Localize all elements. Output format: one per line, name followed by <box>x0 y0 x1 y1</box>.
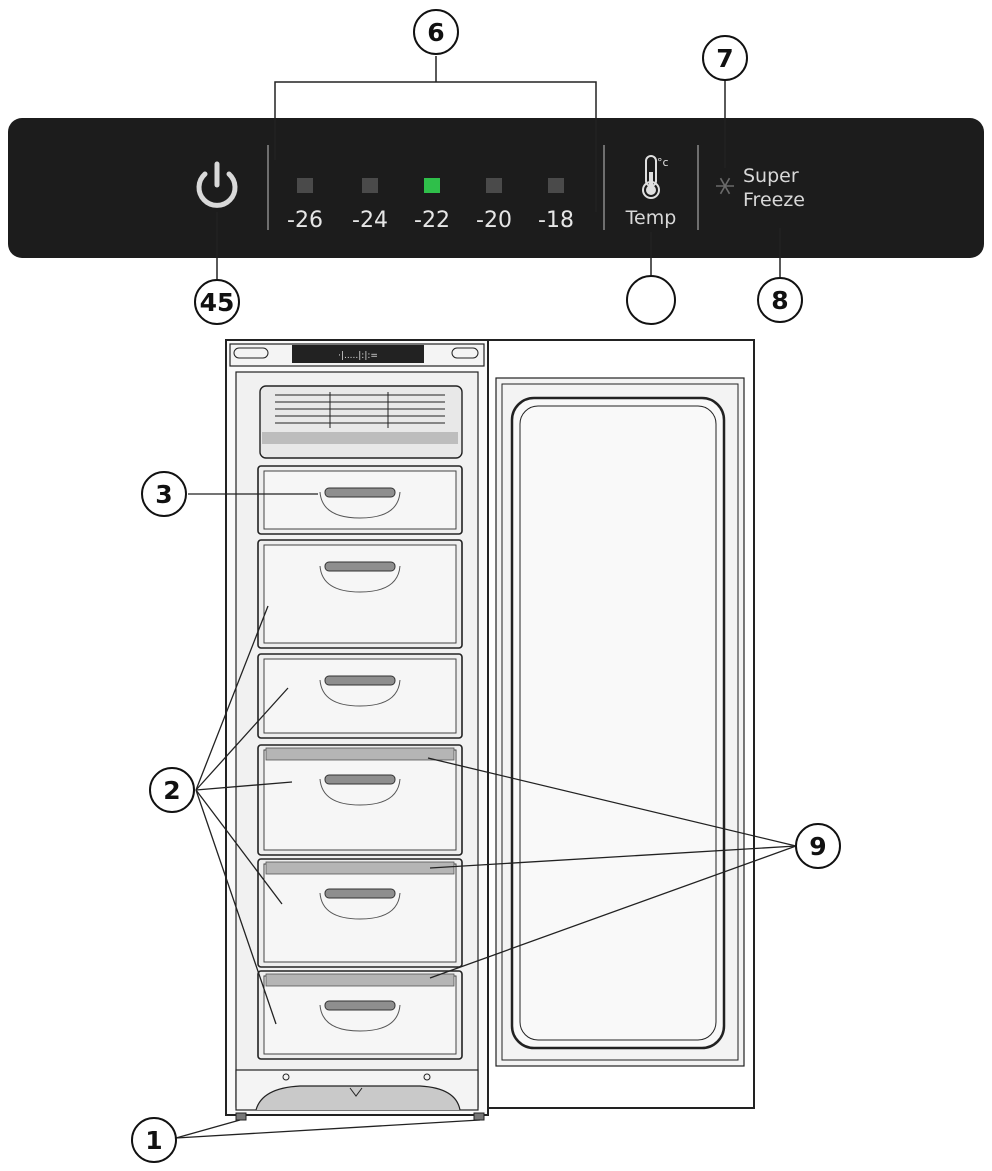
super-freeze-label-line2[interactable]: Freeze <box>743 189 805 211</box>
snowflake-icon <box>716 177 734 195</box>
drawer-front <box>263 658 457 734</box>
leader-2b <box>195 687 289 791</box>
foot-left <box>235 1112 247 1121</box>
leader-2e <box>195 789 277 1025</box>
drawer-handle[interactable] <box>324 774 396 785</box>
callout-9: 9 <box>795 823 841 869</box>
temp-button-label[interactable]: Temp <box>625 207 677 229</box>
drawer-stack <box>257 465 463 1060</box>
callout-8: 8 <box>757 277 803 323</box>
drawer-front <box>263 470 457 530</box>
leader-1a <box>175 1119 241 1139</box>
leader-9b <box>429 845 797 869</box>
drawer-handle[interactable] <box>324 675 396 686</box>
temperature-selector: -26 -24 -22 -20 -18 <box>287 178 574 233</box>
drawer-handle[interactable] <box>324 1000 396 1011</box>
control-panel: -26 -24 -22 -20 -18 °c Temp Super Freeze <box>8 118 984 258</box>
svg-text:3: 3 <box>155 480 172 509</box>
leader-9a <box>427 757 797 847</box>
callout-leaders-body <box>175 493 797 1139</box>
drawer-handle-recess <box>319 778 401 806</box>
drawer-1[interactable] <box>257 465 463 535</box>
drawer-handle[interactable] <box>324 561 396 572</box>
svg-text:45: 45 <box>200 288 235 317</box>
drawer-handle-recess <box>319 491 401 519</box>
door-gasket <box>510 396 726 1050</box>
drawer-handle-recess <box>319 1004 401 1032</box>
svg-text:1: 1 <box>145 1126 162 1155</box>
drawer-handle-recess <box>319 565 401 593</box>
leader-2a <box>195 605 269 791</box>
mini-display-marks: ·|.....|:|:= <box>338 351 378 361</box>
mini-display <box>292 345 424 363</box>
drawer-flap[interactable] <box>265 747 455 761</box>
leader-1b <box>175 1119 481 1139</box>
drawer-front <box>263 975 457 1055</box>
drawer-6[interactable] <box>257 970 463 1060</box>
drawer-front <box>263 544 457 644</box>
drawer-handle-recess <box>319 892 401 920</box>
drawer-handle[interactable] <box>324 487 396 498</box>
drawer-front <box>263 863 457 963</box>
super-freeze-label-line1[interactable]: Super <box>743 165 799 187</box>
svg-text:7: 7 <box>716 44 733 73</box>
temp-option-label[interactable]: -24 <box>352 208 388 233</box>
temp-option-label[interactable]: -18 <box>538 208 574 233</box>
drawer-2[interactable] <box>257 539 463 649</box>
temp-led-4 <box>548 178 564 193</box>
freezer-door[interactable] <box>487 339 755 1109</box>
callout-1: 1 <box>131 1117 177 1163</box>
temp-unit-label: °c <box>657 156 669 169</box>
foot-right <box>473 1112 485 1121</box>
callout-2: 2 <box>149 767 195 813</box>
callout-6: 6 <box>413 9 459 55</box>
leader-2c <box>195 781 293 791</box>
drawer-front <box>263 749 457 851</box>
svg-text:8: 8 <box>771 286 788 315</box>
drawer-flap[interactable] <box>265 973 455 987</box>
power-icon[interactable] <box>196 161 238 208</box>
drawer-3[interactable] <box>257 653 463 739</box>
leader-2d <box>195 789 283 905</box>
callout-leaders-top <box>216 56 781 282</box>
temp-led-2 <box>424 178 440 193</box>
temp-option-label[interactable]: -22 <box>414 208 450 233</box>
temp-led-0 <box>297 178 313 193</box>
svg-text:6: 6 <box>427 18 444 47</box>
svg-text:2: 2 <box>163 776 180 805</box>
callout-temp-blank <box>626 275 676 325</box>
temp-led-3 <box>486 178 502 193</box>
callout-7: 7 <box>702 35 748 81</box>
drawer-handle[interactable] <box>324 888 396 899</box>
callout-45: 45 <box>194 279 240 325</box>
drawer-4[interactable] <box>257 744 463 856</box>
drawer-5[interactable] <box>257 858 463 968</box>
temp-led-1 <box>362 178 378 193</box>
temp-option-label[interactable]: -20 <box>476 208 512 233</box>
leader-9c <box>429 845 797 979</box>
thermometer-icon <box>642 155 660 199</box>
drawer-flap[interactable] <box>265 861 455 875</box>
callout-3: 3 <box>141 471 187 517</box>
svg-text:9: 9 <box>809 832 826 861</box>
drawer-handle-recess <box>319 679 401 707</box>
temp-option-label[interactable]: -26 <box>287 208 323 233</box>
